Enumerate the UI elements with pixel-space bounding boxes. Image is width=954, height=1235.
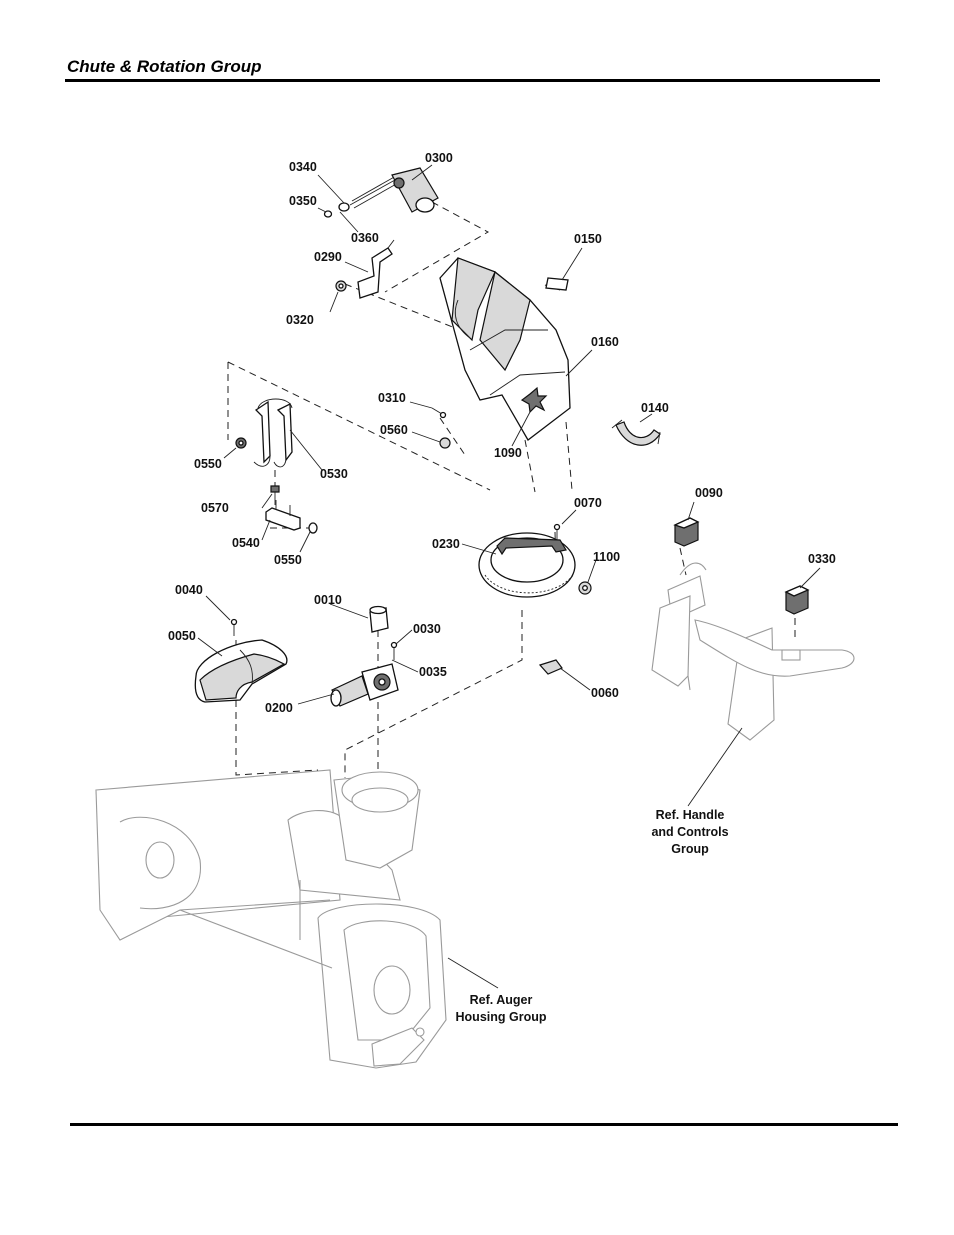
callout-labels: 0340 0300 0350 0360 0290 0150 0320 0160 …: [168, 151, 836, 715]
callout-0560: 0560: [380, 423, 408, 437]
part-0540-plate: [265, 500, 301, 531]
callout-0310: 0310: [378, 391, 406, 405]
callout-0040: 0040: [175, 583, 203, 597]
part-0560-nut: [439, 437, 451, 449]
callout-0330: 0330: [808, 552, 836, 566]
callout-0070: 0070: [574, 496, 602, 510]
callout-leader-lines: [197, 164, 821, 989]
part-0330-cap: [784, 585, 810, 615]
part-0340-washer: [338, 202, 350, 212]
callout-0340: 0340: [289, 160, 317, 174]
callout-0140: 0140: [641, 401, 669, 415]
part-0550-washer-upper: [235, 437, 247, 449]
part-0040-screw: [230, 618, 238, 636]
callout-1090: 1090: [494, 446, 522, 460]
part-0290-bracket: [357, 239, 395, 299]
assembly-dashed-lines: [227, 201, 796, 780]
part-0050-motor-cover: [194, 639, 288, 703]
ref-handle-label-line2: and Controls: [651, 825, 728, 839]
part-0070-screw: [553, 523, 561, 540]
callout-0160: 0160: [591, 335, 619, 349]
callout-0320: 0320: [286, 313, 314, 327]
callout-0300: 0300: [425, 151, 453, 165]
callout-0540: 0540: [232, 536, 260, 550]
callout-0035: 0035: [419, 665, 447, 679]
callout-1100: 1100: [593, 550, 620, 564]
part-0350-nut: [323, 210, 333, 218]
callout-0530: 0530: [320, 467, 348, 481]
ref-handle-label-line1: Ref. Handle: [656, 808, 725, 822]
part-0060-plate: [538, 659, 563, 675]
callout-0200: 0200: [265, 701, 293, 715]
part-0030-screw: [390, 641, 398, 660]
part-0200-rotation-motor: [330, 663, 399, 707]
ref-handle-label-line3: Group: [671, 842, 709, 856]
ref-labels: Ref. Handle and Controls Group Ref. Auge…: [456, 808, 729, 1024]
callout-0360: 0360: [351, 231, 379, 245]
part-1100-nut: [578, 581, 592, 595]
part-0090-cap: [673, 517, 700, 547]
callout-0230: 0230: [432, 537, 460, 551]
callout-0060: 0060: [591, 686, 619, 700]
callout-0350: 0350: [289, 194, 317, 208]
part-0150-decal: [545, 277, 569, 291]
part-0160-discharge-chute: [439, 257, 571, 441]
part-0010-gear: [369, 605, 389, 633]
ref-auger-label-line1: Ref. Auger: [470, 993, 533, 1007]
callout-0090: 0090: [695, 486, 723, 500]
part-0320-locknut: [335, 280, 347, 292]
part-0310-screw: [431, 407, 447, 419]
callout-0550: 0550: [194, 457, 222, 471]
footer-rule: [70, 1123, 898, 1126]
part-0530-deflector-rod: [253, 398, 293, 468]
callout-0570: 0570: [201, 501, 229, 515]
part-0140-chute-clip: [611, 419, 661, 446]
ref-auger-housing: [95, 769, 447, 1069]
callout-0290: 0290: [314, 250, 342, 264]
ref-auger-label-line2: Housing Group: [456, 1010, 547, 1024]
callout-0010: 0010: [314, 593, 342, 607]
part-0570-screw: [270, 485, 280, 505]
callout-0030: 0030: [413, 622, 441, 636]
part-0300-chute-tilt-motor: [349, 167, 439, 213]
callout-0550: 0550: [274, 553, 302, 567]
header-rule: [65, 79, 880, 82]
callout-0050: 0050: [168, 629, 196, 643]
page-title: Chute & Rotation Group: [67, 57, 262, 76]
ref-handle-and-controls: [651, 562, 855, 741]
part-0550-washer-lower: [308, 522, 318, 534]
callout-0150: 0150: [574, 232, 602, 246]
part-0230-ring-gear: [478, 532, 576, 598]
